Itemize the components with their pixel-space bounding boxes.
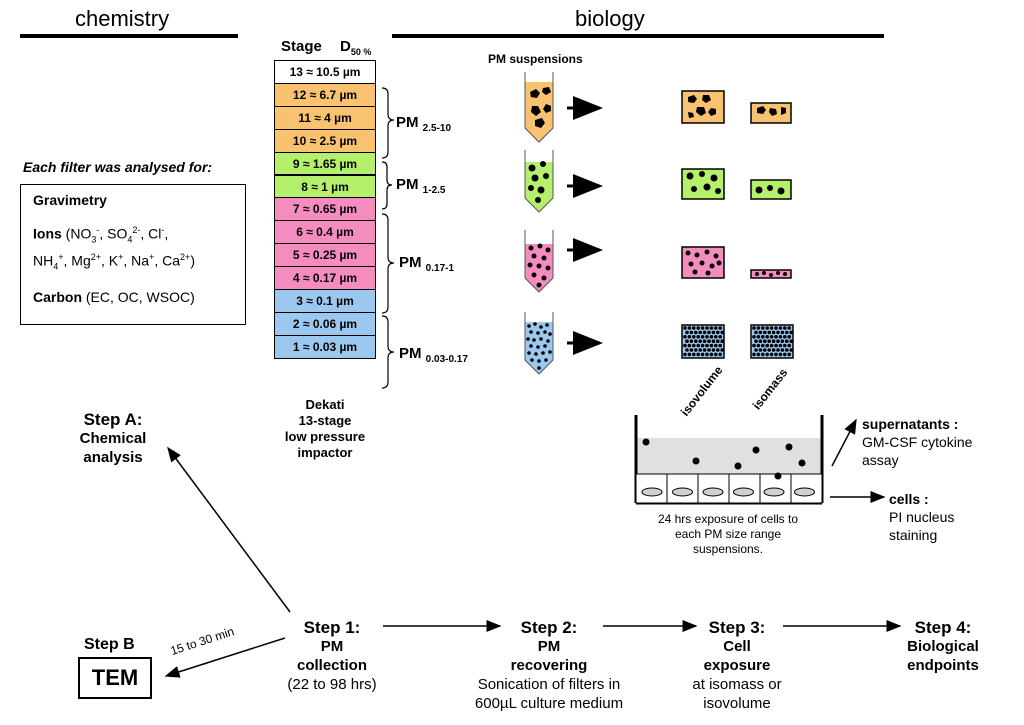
- square-fine-isomass: [750, 179, 792, 200]
- square-submicron-isovolume: [681, 246, 725, 279]
- stage-row: 5 ≈ 0.25 µm: [274, 243, 376, 268]
- culture-plate: [634, 415, 824, 505]
- step-3: Step 3: Cell exposure at isomass or isov…: [692, 618, 782, 712]
- step-2: Step 2: PM recovering Sonication of filt…: [474, 618, 624, 712]
- tem-box: TEM: [78, 657, 152, 699]
- stage-row: 7 ≈ 0.65 µm: [274, 197, 376, 222]
- step-4: Step 4: Biological endpoints: [907, 618, 979, 674]
- square-ultrafine-isovolume: [681, 324, 725, 359]
- carbon-item: Carbon (EC, OC, WSOC): [33, 288, 195, 305]
- stage-row: 10 ≈ 2.5 µm: [274, 128, 376, 153]
- square-fine-isovolume: [681, 168, 725, 200]
- filter-analysis-box: Gravimetry Ions (NO3-, SO42-, Cl-, NH4+,…: [20, 184, 246, 325]
- fraction-label-submicron: PM 0.17-1: [399, 254, 455, 274]
- ions-item: Ions (NO3-, SO42-, Cl-, NH4+, Mg2+, K+, …: [33, 225, 195, 272]
- bracket-ultrafine: [381, 315, 395, 389]
- square-coarse-isovolume: [681, 90, 725, 124]
- stage-row: 13 ≈ 10.5 µm: [274, 60, 376, 84]
- step-a: Step A: Chemical analysis: [79, 410, 147, 466]
- bracket-submicron: [381, 213, 395, 314]
- stage-row: 11 ≈ 4 µm: [274, 105, 376, 130]
- impactor-caption: Dekati 13-stage low pressure impactor: [284, 397, 366, 460]
- tube-coarse: [524, 72, 554, 143]
- filter-analysis-title: Each filter was analysed for:: [23, 159, 213, 175]
- biology-header-rule: [392, 34, 884, 38]
- square-coarse-isomass: [750, 102, 792, 124]
- exposure-caption: 24 hrs exposure of cells to each PM size…: [657, 512, 799, 556]
- stage-row: 3 ≈ 0.1 µm: [274, 289, 376, 313]
- chemistry-header-rule: [20, 34, 238, 38]
- tube-submicron: [524, 230, 554, 293]
- fraction-label-fine: PM 1-2.5: [396, 176, 446, 196]
- supernatants-note: supernatants : GM-CSF cytokine assay: [862, 416, 973, 468]
- chemistry-header: chemistry: [75, 6, 170, 31]
- biology-header: biology: [575, 6, 645, 31]
- square-submicron-isomass: [750, 269, 792, 279]
- bracket-fine: [381, 161, 393, 210]
- step-1: Step 1: PM collection (22 to 98 hrs): [287, 618, 377, 693]
- stage-row: 6 ≈ 0.4 µm: [274, 220, 376, 245]
- gravimetry-item: Gravimetry: [33, 192, 107, 208]
- d50-column-header: D50 %: [340, 38, 372, 57]
- step-b-title: Step B: [84, 636, 135, 653]
- fraction-label-ultrafine: PM 0.03-0.17: [399, 345, 468, 365]
- fraction-label-coarse: PM 2.5-10: [396, 114, 452, 134]
- stage-row: 1 ≈ 0.03 µm: [274, 334, 376, 359]
- pm-suspensions-title: PM suspensions: [488, 52, 583, 66]
- cells-note: cells : PI nucleus staining: [889, 491, 955, 543]
- stage-column-header: Stage: [281, 38, 322, 55]
- bracket-coarse: [381, 87, 395, 159]
- tube-fine: [524, 150, 554, 213]
- square-ultrafine-isomass: [750, 324, 794, 359]
- stage-row: 2 ≈ 0.06 µm: [274, 311, 376, 336]
- tube-ultrafine: [524, 312, 554, 375]
